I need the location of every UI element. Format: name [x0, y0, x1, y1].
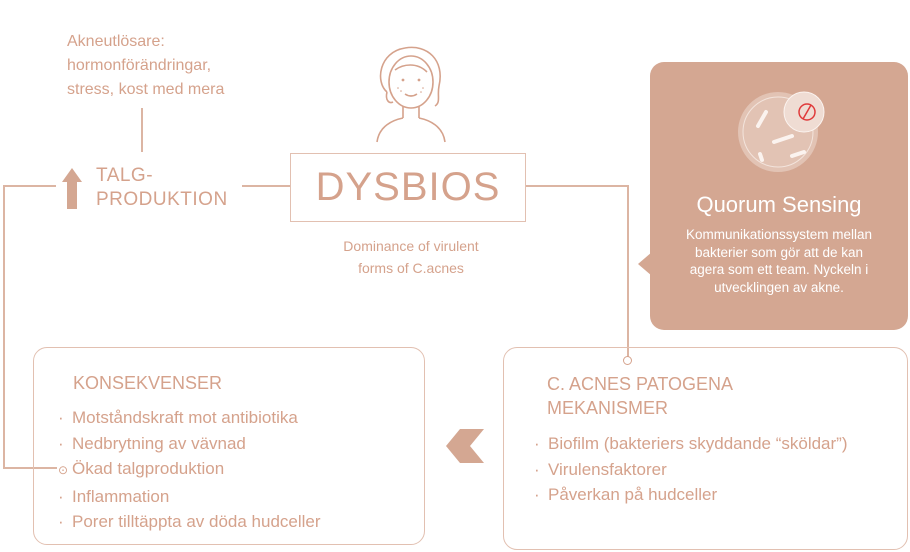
title-line: C. ACNES PATOGENA — [547, 374, 734, 394]
petri-dish-icon — [738, 91, 825, 172]
quorum-sensing-card: Quorum Sensing Kommunikationssystem mell… — [638, 62, 908, 330]
trigger-line: Akneutlösare: — [67, 33, 165, 50]
talgproduktion-label: TALG- PRODUKTION — [96, 164, 228, 212]
title-line: MEKANISMER — [547, 398, 669, 418]
list-item: ·Påverkan på hudceller — [534, 485, 718, 504]
dysbios-subtitle: Dominance of virulent forms of C.acnes — [311, 235, 511, 279]
connector — [627, 185, 629, 357]
item-text: Nedbrytning av vävnad — [72, 433, 246, 453]
connector — [141, 108, 143, 152]
list-item: ·Virulensfaktorer — [534, 459, 667, 479]
dysbios-title: DYSBIOS — [315, 165, 501, 209]
description-line: Kommunikationssystem mellan — [685, 227, 873, 242]
woman-face-icon — [376, 46, 446, 143]
connector — [3, 185, 5, 468]
connector — [526, 185, 629, 187]
description-line: bakterier som gör att de kan — [694, 244, 864, 260]
mechanisms-box: C. ACNES PATOGENA MEKANISMER ·Biofilm (b… — [503, 347, 908, 550]
connector — [3, 185, 56, 187]
list-item: ·Inflammation — [58, 486, 170, 506]
consequences-box: KONSEKVENSER ·Motståndskraft mot antibio… — [33, 347, 425, 545]
item-text: Porer tilltäppta av döda hudceller — [72, 512, 321, 531]
list-item: ·Motståndskraft mot antibiotika — [58, 408, 298, 427]
item-text: Virulensfaktorer — [548, 459, 667, 479]
quorum-description: Kommunikationssystem mellan bakterier so… — [650, 226, 908, 296]
list-item: ⊙Ökad talgproduktion — [58, 459, 225, 478]
description-line: utvecklingen av akne. — [714, 279, 844, 295]
acne-triggers: Akneutlösare: hormonförändringar, stress… — [67, 30, 224, 102]
list-item: ·Porer tilltäppta av döda hudceller — [58, 512, 321, 531]
consequences-title: KONSEKVENSER — [73, 373, 223, 393]
consequences-list: ·Motståndskraft mot antibiotika ·Nedbryt… — [58, 405, 321, 535]
item-text: Motståndskraft mot antibiotika — [72, 408, 298, 427]
quorum-title: Quorum Sensing — [696, 192, 862, 217]
item-text: Påverkan på hudceller — [548, 485, 718, 504]
item-text: Biofilm (bakteriers skyddande “sköldar”) — [548, 434, 848, 453]
talg-line: PRODUKTION — [96, 189, 228, 210]
list-item: ·Biofilm (bakteriers skyddande “sköldar”… — [534, 434, 848, 453]
connector-dot — [623, 356, 632, 365]
connector — [3, 467, 57, 469]
item-text: Inflammation — [72, 486, 170, 506]
connector — [242, 185, 290, 187]
talg-line: TALG- — [96, 165, 154, 186]
subtitle-line: forms of C.acnes — [358, 260, 464, 276]
trigger-line: hormonförändringar, — [67, 57, 212, 74]
description-line: agera som ett team. Nyckeln i — [689, 262, 869, 277]
up-arrow-icon — [62, 168, 82, 209]
pointer — [638, 252, 652, 276]
item-text: Ökad talgproduktion — [72, 459, 225, 478]
subtitle-line: Dominance of virulent — [343, 238, 479, 254]
chevron-left-icon — [446, 429, 484, 463]
list-item: ·Nedbrytning av vävnad — [58, 433, 246, 453]
mechanisms-title: C. ACNES PATOGENA MEKANISMER — [547, 372, 733, 420]
trigger-line: stress, kost med mera — [67, 81, 225, 98]
dysbios-box: DYSBIOS — [290, 153, 526, 222]
mechanisms-list: ·Biofilm (bakteriers skyddande “sköldar”… — [534, 431, 848, 508]
